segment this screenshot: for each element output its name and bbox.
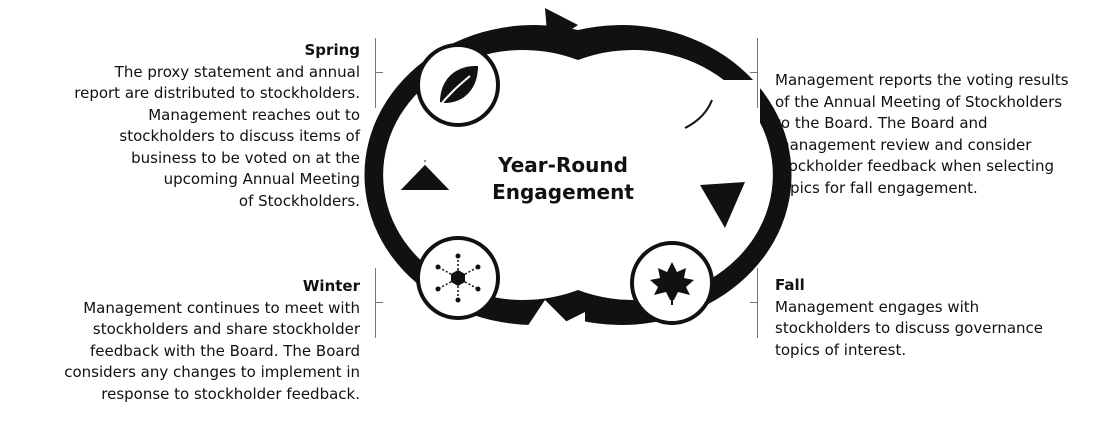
summer-line: to the Board. The Board and bbox=[775, 114, 988, 132]
fall-line: Management engages with bbox=[775, 297, 980, 316]
spring-line: of Stockholders. bbox=[238, 191, 360, 210]
fall-bracket bbox=[757, 268, 758, 338]
fall-line: stockholders to discuss governance bbox=[775, 319, 1044, 337]
summer-line: management review and consider bbox=[775, 135, 1032, 154]
winter-line: Management continues to meet with bbox=[83, 298, 360, 317]
winter-icon-badge bbox=[416, 236, 500, 320]
winter-line: stockholders and share stockholder bbox=[92, 320, 360, 338]
fall-description: Fall Management engages with stockholder… bbox=[775, 275, 1043, 361]
spring-tick bbox=[375, 72, 383, 73]
fall-icon-badge bbox=[630, 241, 714, 325]
winter-bracket bbox=[375, 268, 376, 338]
summer-bracket bbox=[757, 38, 758, 108]
summer-line: topics for fall engagement. bbox=[775, 178, 978, 197]
arrowhead-bottom bbox=[545, 312, 585, 350]
summer-line: of the Annual Meeting of Stockholders bbox=[775, 92, 1063, 111]
fall-tick bbox=[750, 302, 758, 303]
summer-line: stockholder feedback when selecting bbox=[775, 157, 1055, 175]
winter-tick bbox=[375, 302, 383, 303]
spring-description: Spring The proxy statement and annual re… bbox=[74, 40, 360, 212]
summer-accent-line bbox=[684, 99, 713, 129]
spring-line: upcoming Annual Meeting bbox=[163, 170, 360, 188]
winter-line: response to stockholder feedback. bbox=[101, 384, 360, 403]
spring-title: Spring bbox=[304, 41, 361, 59]
leaf-icon bbox=[437, 65, 478, 109]
spring-line: stockholders to discuss items of bbox=[119, 127, 360, 145]
center-title: Year-Round Engagement bbox=[478, 152, 648, 206]
winter-line: feedback with the Board. The Board bbox=[89, 341, 360, 360]
fall-title: Fall bbox=[775, 276, 805, 294]
center-title-line2: Engagement bbox=[492, 180, 634, 204]
spring-line: Management reaches out to bbox=[148, 105, 360, 124]
spring-line: The proxy statement and annual bbox=[114, 62, 360, 81]
spring-line: business to be voted on at the bbox=[131, 148, 360, 167]
spring-line: report are distributed to stockholders. bbox=[74, 84, 360, 102]
spring-bracket bbox=[375, 38, 376, 108]
winter-title: Winter bbox=[302, 277, 360, 295]
center-title-line1: Year-Round bbox=[498, 153, 628, 177]
ring-gap-top-right bbox=[690, 80, 760, 150]
cycle-ring bbox=[364, 25, 792, 326]
summer-line: Management reports the voting results bbox=[775, 71, 1069, 89]
summer-tick bbox=[750, 72, 758, 73]
arrowhead-left bbox=[398, 160, 452, 190]
arrowhead-right bbox=[700, 182, 745, 228]
spring-icon-badge bbox=[416, 43, 500, 127]
fall-line: topics of interest. bbox=[775, 340, 907, 359]
arrowhead-top bbox=[545, 8, 578, 45]
summer-description: Management reports the voting results of… bbox=[775, 70, 1069, 199]
maple-leaf-icon bbox=[650, 262, 694, 300]
winter-line: considers any changes to implement in bbox=[64, 363, 360, 381]
winter-description: Winter Management continues to meet with… bbox=[64, 276, 360, 405]
